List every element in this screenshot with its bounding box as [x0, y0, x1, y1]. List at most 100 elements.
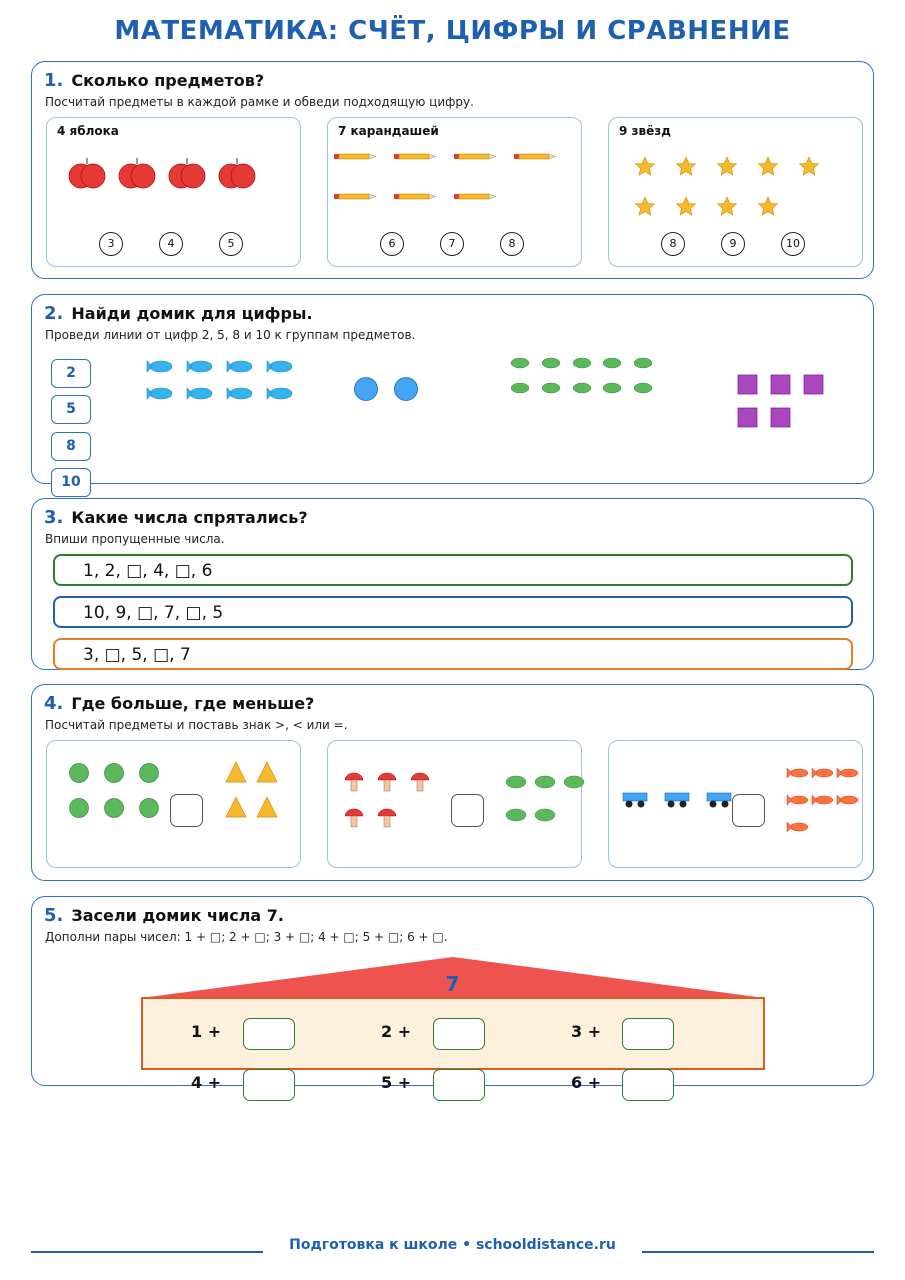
- balls-group: [354, 377, 418, 401]
- pair-label: 6 +: [571, 1073, 602, 1092]
- circle-icon: [69, 798, 89, 818]
- fish-icon: [146, 360, 173, 373]
- sequence-row[interactable]: 3, □, 5, □, 7: [53, 638, 853, 670]
- answer-choice[interactable]: 8: [661, 232, 685, 256]
- pencil-icon: [454, 193, 497, 200]
- pair-answer-box[interactable]: [622, 1018, 674, 1050]
- fish-compare-group: [786, 767, 859, 833]
- mushroom-icon: [377, 808, 397, 828]
- section-2-title: Найди домик для цифры.: [71, 304, 313, 323]
- leaf-icon: [602, 357, 622, 369]
- mushrooms-group: [344, 772, 430, 828]
- answer-choice[interactable]: 8: [500, 232, 524, 256]
- star-icon: [635, 156, 655, 176]
- star-icon: [799, 156, 819, 176]
- answer-choice[interactable]: 10: [781, 232, 805, 256]
- footer-line-right: [642, 1251, 874, 1253]
- fish-icon: [811, 794, 834, 806]
- pair-label: 1 +: [191, 1022, 222, 1041]
- apple-icon: [68, 158, 106, 189]
- mushroom-icon: [377, 772, 397, 792]
- sign-box[interactable]: [451, 794, 484, 827]
- leaf-icon: [572, 382, 592, 394]
- house-roof: [141, 957, 765, 998]
- section-3-instructions: Впиши пропущенные числа.: [45, 532, 225, 546]
- stars-label: 9 звёзд: [619, 124, 671, 138]
- section-1-heading: 1.Сколько предметов?: [44, 70, 264, 91]
- section-4: 4.Где больше, где меньше? Посчитай предм…: [31, 684, 874, 881]
- stars-panel: 9 звёзд 8 9 10: [608, 117, 863, 267]
- answer-choice[interactable]: 9: [721, 232, 745, 256]
- section-3-number: 3.: [44, 507, 64, 528]
- fish-icon: [786, 821, 809, 833]
- fish-icon: [186, 360, 213, 373]
- circle-icon: [139, 798, 159, 818]
- footer-line-left: [31, 1251, 263, 1253]
- answer-choice[interactable]: 7: [440, 232, 464, 256]
- triangle-icon: [256, 761, 278, 783]
- fish-icon: [226, 387, 253, 400]
- apples-group: [68, 158, 256, 189]
- pencil-icon: [334, 193, 377, 200]
- answer-choice[interactable]: 3: [99, 232, 123, 256]
- triangles-group: [225, 761, 278, 818]
- ball-icon: [394, 377, 418, 401]
- number-box[interactable]: 5: [51, 395, 91, 424]
- section-4-heading: 4.Где больше, где меньше?: [44, 693, 314, 714]
- pair-answer-box[interactable]: [243, 1069, 295, 1101]
- section-2-instructions: Проведи линии от цифр 2, 5, 8 и 10 к гру…: [45, 328, 416, 342]
- compare-panel-3: [608, 740, 863, 868]
- pair-answer-box[interactable]: [622, 1069, 674, 1101]
- wagons-group: [622, 792, 732, 808]
- star-icon: [758, 156, 778, 176]
- section-1-number: 1.: [44, 70, 64, 91]
- sign-box[interactable]: [732, 794, 765, 827]
- worksheet-title: МАТЕМАТИКА: СЧЁТ, ЦИФРЫ И СРАВНЕНИЕ: [114, 16, 791, 46]
- section-1: 1.Сколько предметов? Посчитай предметы в…: [31, 61, 874, 279]
- number-box[interactable]: 2: [51, 359, 91, 388]
- leaf-icon: [572, 357, 592, 369]
- circle-icon: [139, 763, 159, 783]
- sequence-row[interactable]: 1, 2, □, 4, □, 6: [53, 554, 853, 586]
- pencil-icon: [334, 153, 377, 160]
- section-4-instructions: Посчитай предметы и поставь знак >, < ил…: [45, 718, 348, 732]
- pair-answer-box[interactable]: [433, 1018, 485, 1050]
- pencils-group: [334, 153, 557, 200]
- house-number: 7: [445, 972, 460, 996]
- pair-answer-box[interactable]: [433, 1069, 485, 1101]
- square-icon: [803, 374, 824, 395]
- sign-box[interactable]: [170, 794, 203, 827]
- apples-panel: 4 яблока 3 4 5: [46, 117, 301, 267]
- pair-answer-box[interactable]: [243, 1018, 295, 1050]
- leaf-icon: [510, 382, 530, 394]
- fish-icon: [266, 360, 293, 373]
- pair-label: 4 +: [191, 1073, 222, 1092]
- circle-icon: [69, 763, 89, 783]
- answer-choice[interactable]: 5: [219, 232, 243, 256]
- square-icon: [770, 407, 791, 428]
- triangle-icon: [225, 796, 247, 818]
- number-box[interactable]: 8: [51, 432, 91, 461]
- wagon-icon: [706, 792, 732, 808]
- star-icon: [717, 156, 737, 176]
- section-3-title: Какие числа спрятались?: [71, 508, 308, 527]
- mushroom-icon: [344, 808, 364, 828]
- fish-icon: [186, 387, 213, 400]
- answer-choice[interactable]: 4: [159, 232, 183, 256]
- apple-icon: [118, 158, 156, 189]
- footer-label[interactable]: Подготовка к школе • schooldistance.ru: [281, 1237, 624, 1253]
- ball-icon: [354, 377, 378, 401]
- section-2: 2.Найди домик для цифры. Проведи линии о…: [31, 294, 874, 497]
- number-box[interactable]: 10: [51, 468, 91, 497]
- wagon-icon: [664, 792, 690, 808]
- square-icon: [737, 374, 758, 395]
- section-4-title: Где больше, где меньше?: [71, 694, 315, 713]
- wagon-icon: [622, 792, 648, 808]
- leaf-icon: [510, 357, 530, 369]
- compare-panel-1: [46, 740, 301, 868]
- circles-group: [69, 763, 159, 818]
- pencil-icon: [454, 153, 497, 160]
- sequence-row[interactable]: 10, 9, □, 7, □, 5: [53, 596, 853, 628]
- answer-choice[interactable]: 6: [380, 232, 404, 256]
- fish-icon: [811, 767, 834, 779]
